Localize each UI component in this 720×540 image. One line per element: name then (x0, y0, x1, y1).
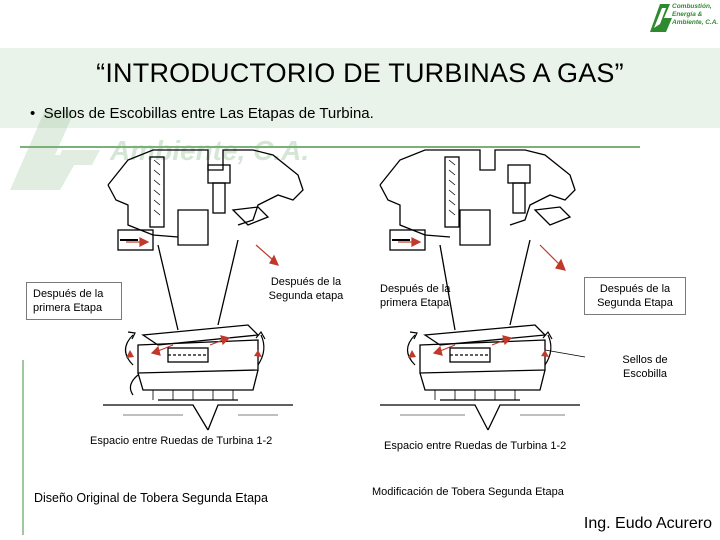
right-caption-modification: Modificación de Tobera Segunda Etapa (372, 486, 564, 498)
right-label-second-stage: Después de la Segunda Etapa (584, 277, 686, 315)
watermark-logo: Ambiente, C.A. (10, 110, 309, 190)
company-logo-text: Combustión, Energía & Ambiente, C.A. (672, 3, 718, 27)
left-turbine-diagram (103, 149, 304, 431)
right-caption-space: Espacio entre Ruedas de Turbina 1-2 (384, 440, 567, 452)
left-label-first-stage: Después de la primera Etapa (26, 282, 122, 320)
right-turbine-diagram (379, 149, 586, 431)
left-label-first-stage-text: Después de la primera Etapa (33, 288, 104, 314)
left-label-second-stage: Después de la Segunda etapa (268, 276, 344, 302)
author-signature: Ing. Eudo Acurero (583, 515, 712, 532)
left-caption-space: Espacio entre Ruedas de Turbina 1-2 (90, 435, 273, 447)
left-caption-design: Diseño Original de Tobera Segunda Etapa (34, 491, 268, 505)
slide-title: “INTRODUCTORIO DE TURBINAS A GAS” (96, 58, 624, 88)
header-band (0, 48, 720, 128)
logo-line-1: Combustión, (672, 3, 712, 10)
right-label-first-stage: Después de la primera Etapa (380, 283, 451, 309)
bullet-point: • Sellos de Escobillas entre Las Etapas … (30, 105, 374, 122)
company-logo-icon (650, 4, 672, 32)
right-label-second-stage-text: Después de la Segunda Etapa (597, 283, 673, 309)
logo-line-3: Ambiente, C.A. (672, 19, 719, 26)
decorative-vertical-rule (22, 360, 24, 535)
logo-line-2: Energía & (672, 11, 703, 18)
right-label-seals: Sellos de Escobilla (622, 354, 668, 380)
decorative-rule (20, 146, 640, 148)
bullet-text: Sellos de Escobillas entre Las Etapas de… (43, 105, 374, 122)
watermark-text: Ambiente, C.A. (109, 135, 309, 166)
